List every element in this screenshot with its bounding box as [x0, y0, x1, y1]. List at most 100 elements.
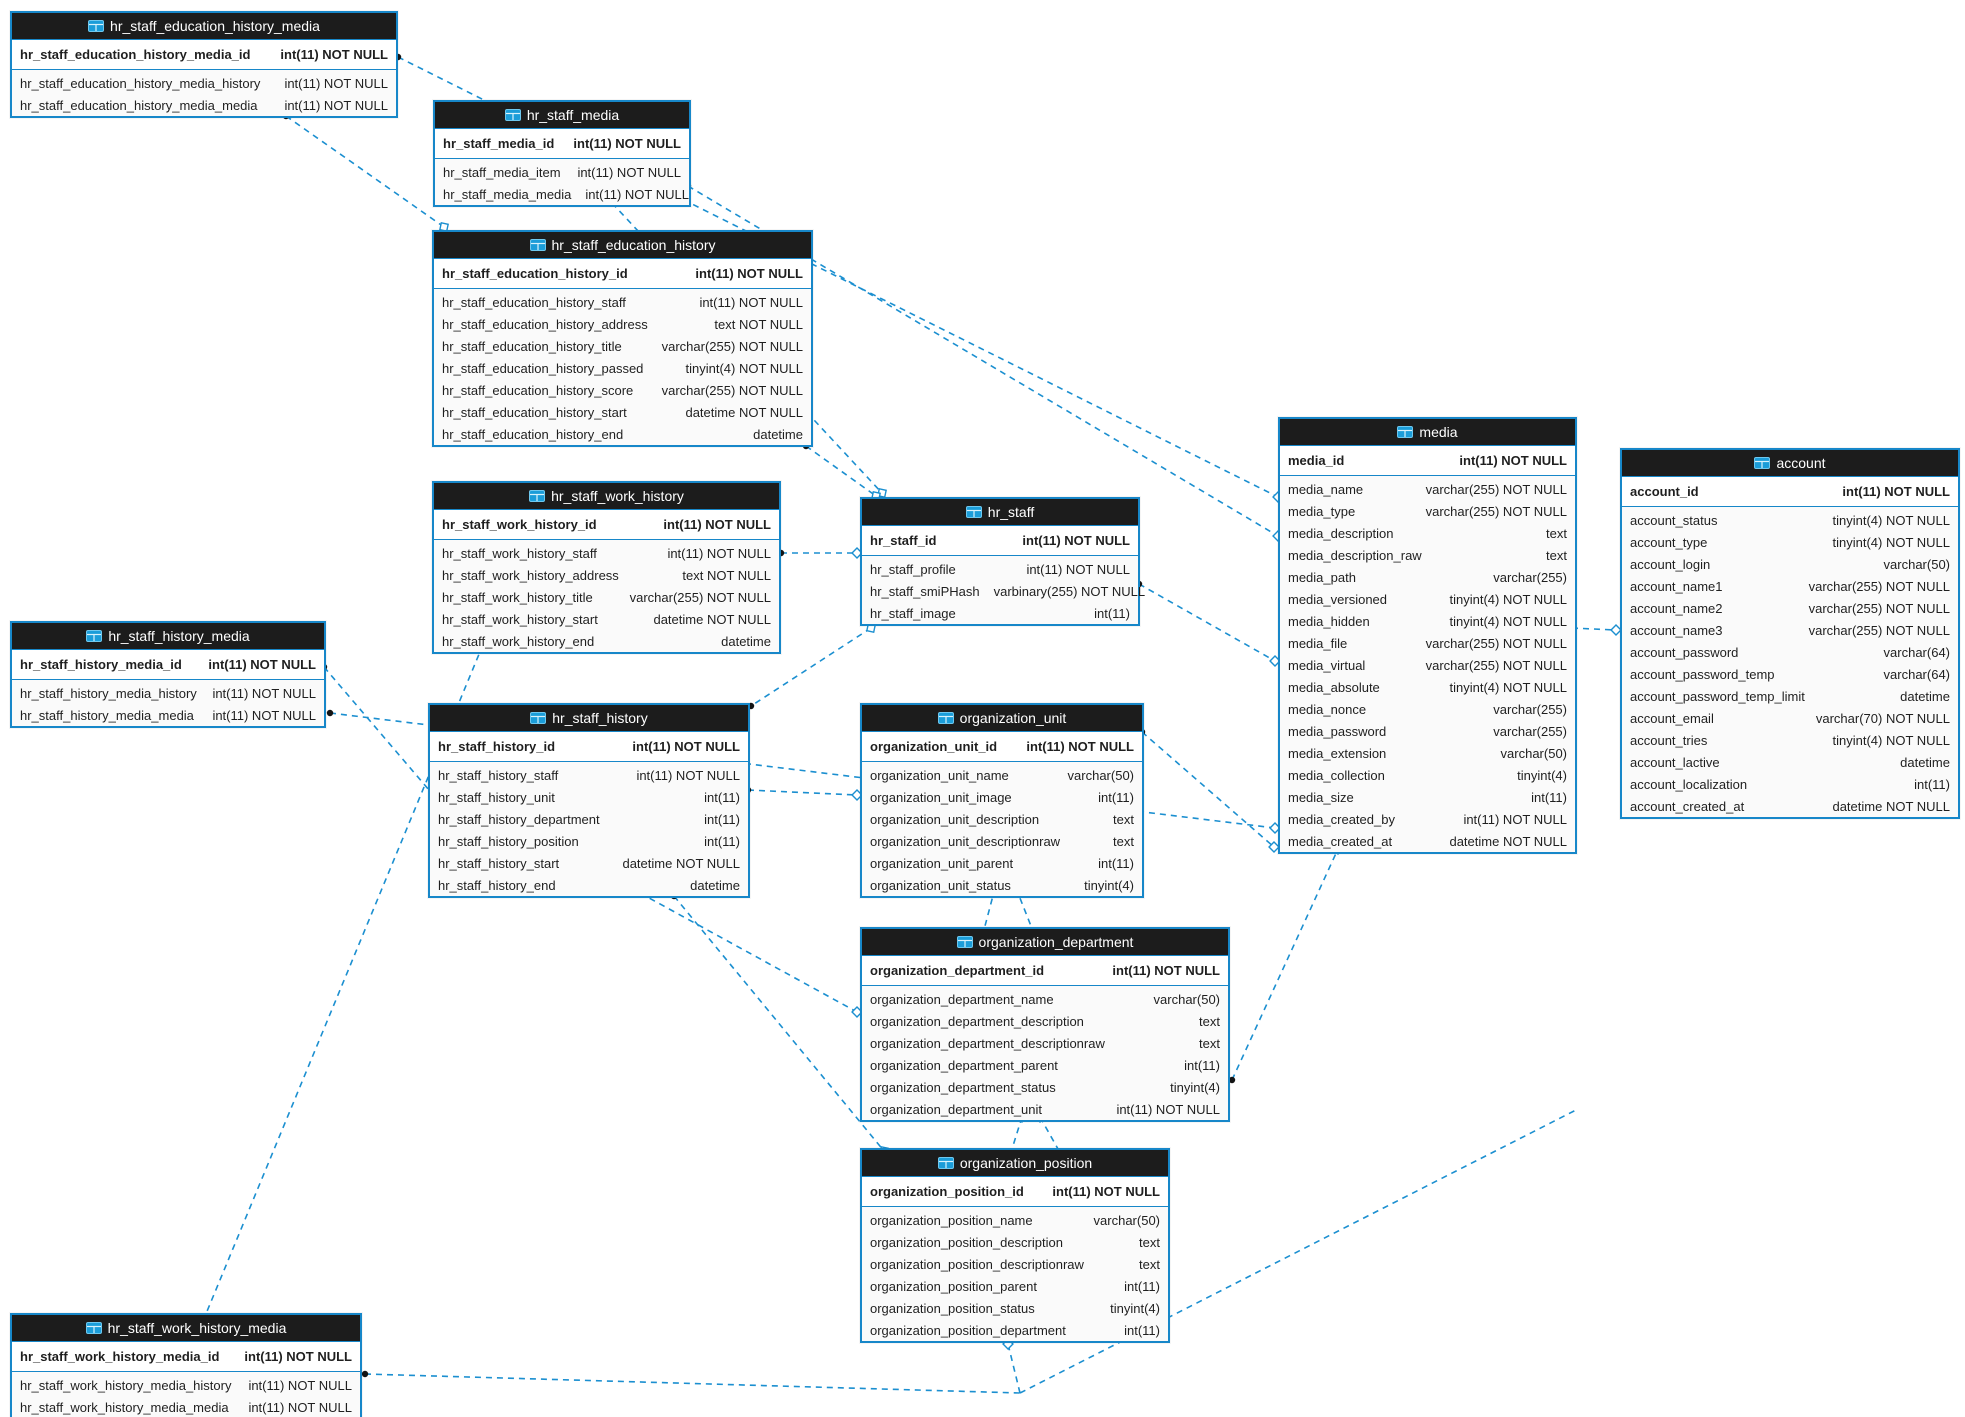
table-hr_staff_work_history_media[interactable]: hr_staff_work_history_media hr_staff_work… — [10, 1313, 362, 1417]
table-header[interactable]: hr_staff_history_media — [12, 623, 324, 649]
table-header[interactable]: hr_staff_education_history — [434, 232, 811, 258]
column-row[interactable]: hr_staff_education_history_media_history… — [12, 70, 396, 94]
table-header[interactable]: organization_unit — [862, 705, 1142, 731]
table-header[interactable]: hr_staff — [862, 499, 1138, 525]
table-header[interactable]: media — [1280, 419, 1575, 445]
table-header[interactable]: hr_staff_media — [435, 102, 689, 128]
table-header[interactable]: organization_department — [862, 929, 1228, 955]
table-header[interactable]: hr_staff_work_history_media — [12, 1315, 360, 1341]
table-header[interactable]: organization_position — [862, 1150, 1168, 1176]
table-header[interactable]: hr_staff_education_history_media — [12, 13, 396, 39]
